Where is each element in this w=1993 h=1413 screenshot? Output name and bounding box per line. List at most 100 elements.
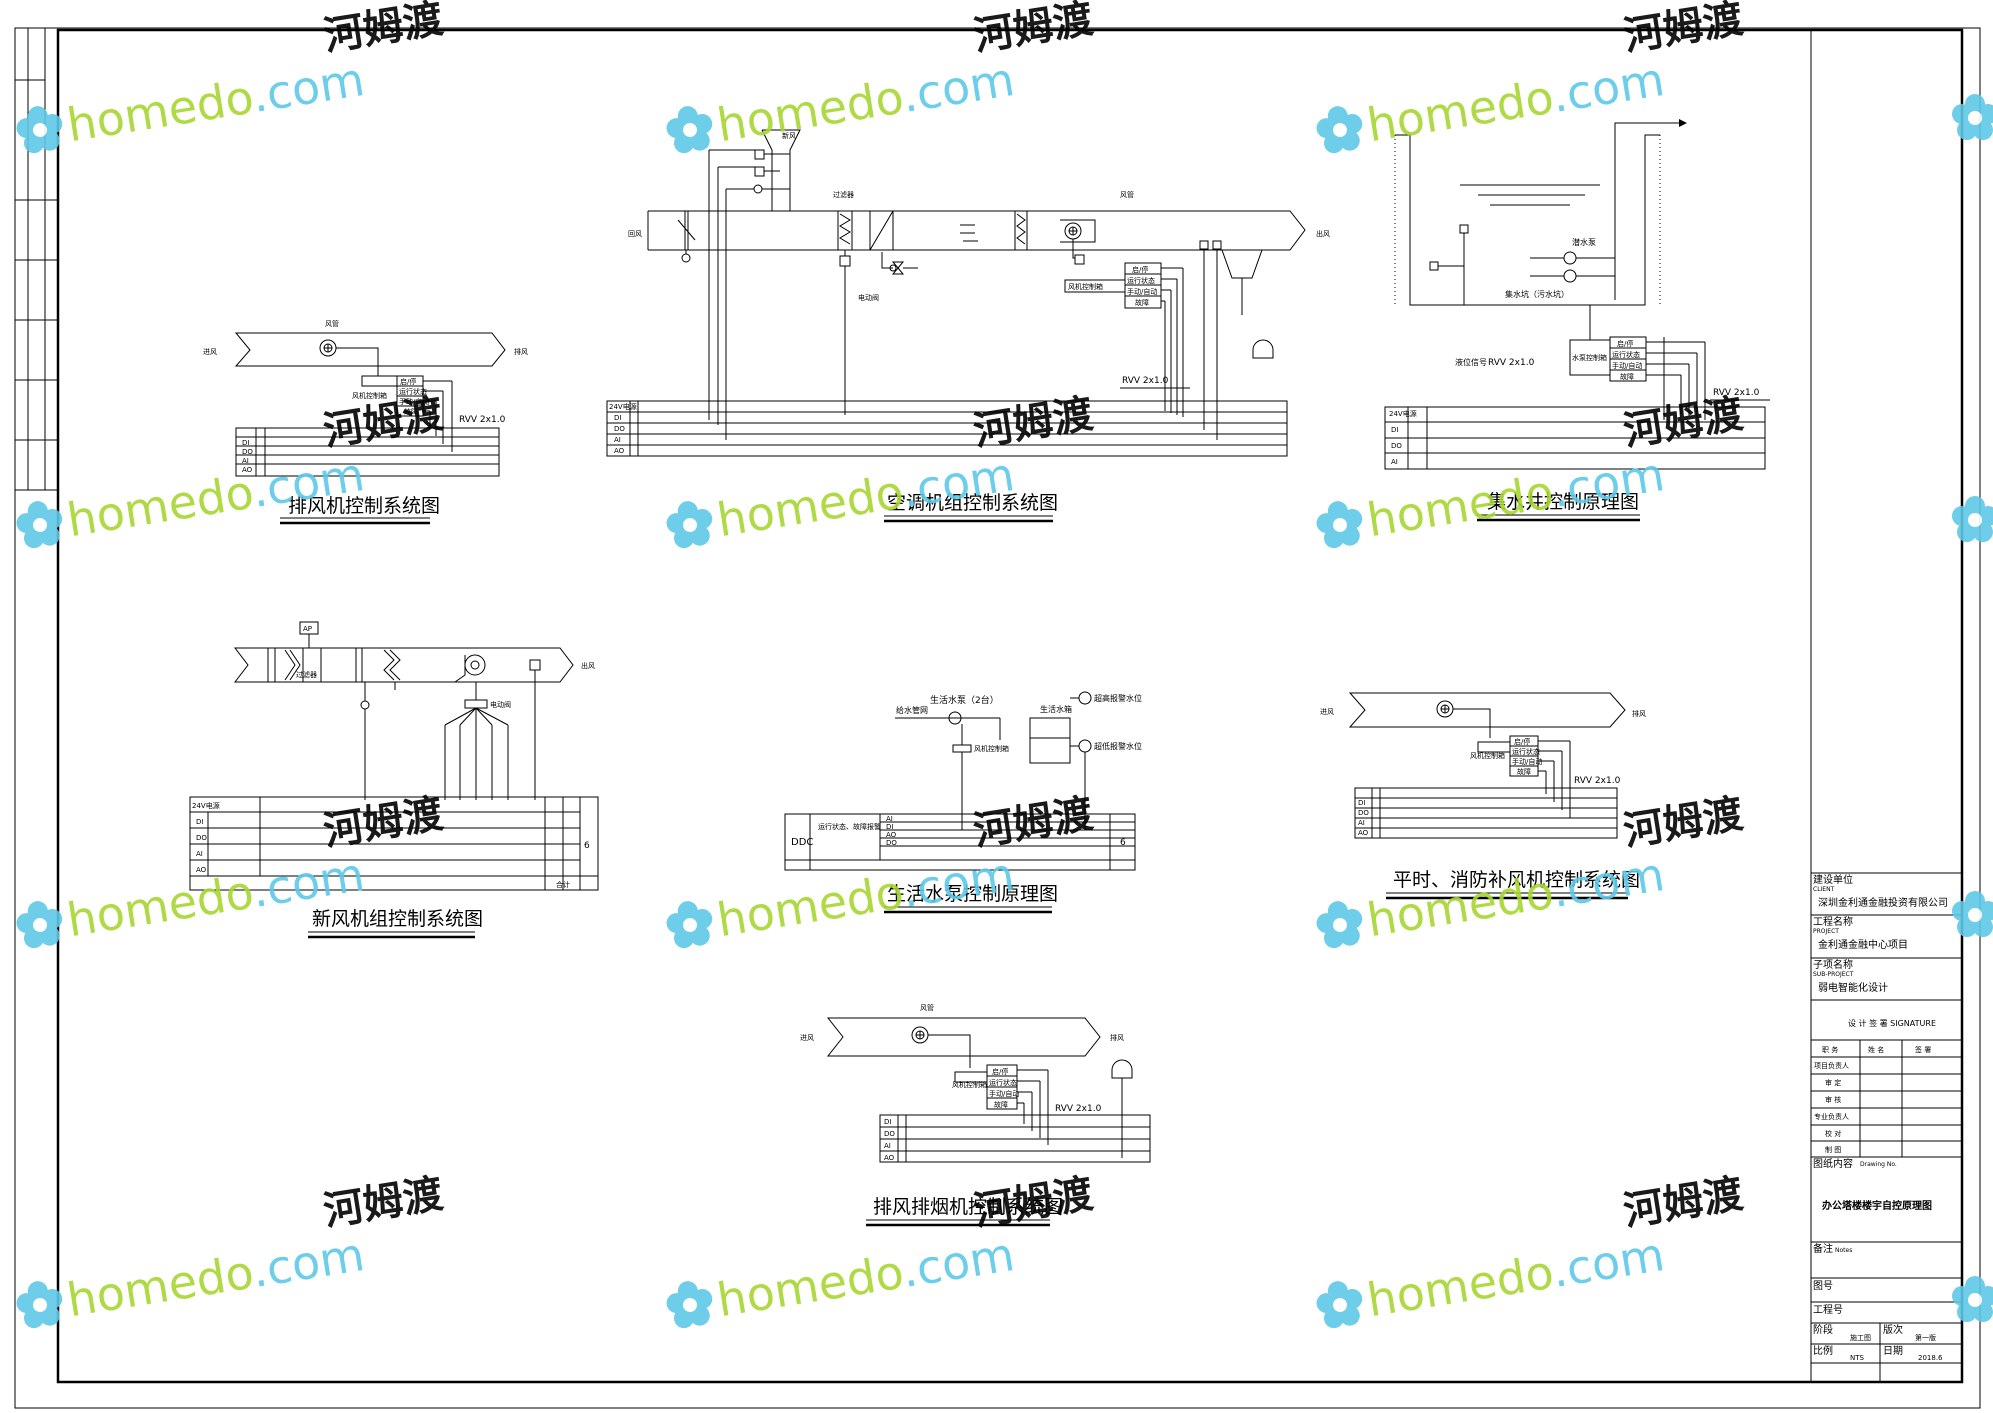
title-block: 建设单位 CLIENT 深圳金利通金融投资有限公司 工程名称 PROJECT 金…: [1810, 872, 1963, 1383]
high-level: 超高报警水位: [1094, 693, 1142, 703]
revision-strip: [15, 28, 58, 491]
cable-label: RVV 2x1.0: [459, 415, 506, 425]
pump-label: 生活水泵（2台）: [930, 694, 999, 706]
ahu-outdoor-label: 新风: [782, 131, 796, 140]
ddc-label: DDC: [791, 837, 813, 848]
sm-io-ao: AO: [884, 1154, 895, 1162]
tank-label: 生活水箱: [1040, 704, 1072, 714]
tb-remark-label: 备注: [1813, 1242, 1833, 1255]
watermark-flower-icon: [663, 1277, 717, 1331]
watermark-text: homedo.com: [63, 52, 368, 152]
fan-panel-label: 风机控制箱: [352, 391, 387, 400]
watermark-text: homedo.com: [1363, 52, 1668, 152]
sm-intake: 进风: [800, 1034, 814, 1042]
pump-io-ao: AO: [886, 831, 897, 839]
smoke-fan-title: 排风排烟机控制系统图: [873, 1196, 1063, 1218]
ahu-io-ao: AO: [614, 447, 625, 455]
sm-start-stop: 启/停: [992, 1067, 1008, 1076]
mk-io-ai: AI: [1358, 819, 1365, 827]
watermark-flower-icon: [663, 497, 717, 551]
low-level: 超低报警水位: [1094, 741, 1142, 751]
ahu-io-di: DI: [614, 414, 621, 422]
ahu-io-do: DO: [614, 425, 625, 433]
fresh-count: 6: [584, 841, 590, 851]
sump-diagram: 潜水泵 集水坑（污水坑） 水泵控制箱 启/停 运行状态 手动/自动 故障 液位信…: [1384, 119, 1770, 522]
sump-io-ai: AI: [1391, 458, 1398, 466]
watermark-cn: 河姆渡: [1620, 0, 1746, 60]
pump-panel: 风机控制箱: [974, 744, 1009, 753]
fresh-outlet: 出风: [581, 661, 595, 670]
fresh-24v: 24V电源: [192, 801, 220, 810]
sm-io-ai: AI: [884, 1142, 891, 1150]
watermark-flower-icon: [663, 102, 717, 156]
pump-io-do: DO: [886, 839, 897, 847]
tb-client-en: CLIENT: [1813, 886, 1835, 893]
sump-io-di: DI: [1391, 426, 1398, 434]
watermark-flower-icon: [1952, 496, 1993, 542]
sump-level-label: 液位信号: [1455, 357, 1487, 367]
mk-fault: 故障: [1517, 767, 1531, 776]
mk-run-status: 运行状态: [1512, 747, 1540, 756]
makeup-fan-title: 平时、消防补风机控制系统图: [1393, 869, 1640, 891]
watermark-layer: homedo.com河姆渡homedo.com河姆渡homedo.com河姆渡h…: [13, 0, 1993, 1331]
sump-title: 集水井控制原理图: [1487, 491, 1639, 513]
intake-label: 进风: [203, 348, 217, 356]
start-stop-label: 启/停: [400, 377, 416, 386]
watermark-text: homedo.com: [713, 447, 1018, 547]
tb-role-2: 审 定: [1825, 1078, 1841, 1087]
tb-head-role: 职 务: [1822, 1045, 1838, 1054]
sump-manual-auto: 手动/自动: [1612, 361, 1642, 370]
run-fault-label: 运行状态、故障报警: [818, 822, 881, 831]
run-status-label: 运行状态: [399, 387, 427, 396]
ahu-duct-label: 风管: [1120, 190, 1134, 199]
ahu-start-stop: 启/停: [1132, 265, 1148, 274]
tb-job-label: 工程号: [1813, 1304, 1843, 1316]
mk-start-stop: 启/停: [1514, 737, 1530, 746]
sm-outlet: 排风: [1110, 1033, 1124, 1042]
ahu-diagram: 回风 新风 过滤器 风管 出风: [606, 129, 1330, 523]
ahu-24v: 24V电源: [609, 402, 637, 411]
watermark-flower-icon: [1313, 497, 1367, 551]
ahu-run-status: 运行状态: [1127, 276, 1155, 285]
mk-intake: 进风: [1320, 708, 1334, 716]
sm-fault: 故障: [994, 1100, 1008, 1109]
fresh-io-di: DI: [196, 818, 203, 826]
ahu-cable: RVV 2x1.0: [1122, 376, 1169, 386]
sump-cable-1: RVV 2x1.0: [1488, 358, 1535, 368]
watermark-text: homedo.com: [63, 1227, 368, 1327]
tb-project: 金利通金融中心项目: [1818, 938, 1908, 951]
ahu-outlet-label: 出风: [1316, 229, 1330, 238]
watermark-flower-icon: [1313, 897, 1367, 951]
ahu-return-label: 回风: [628, 230, 642, 238]
sump-pump-label: 潜水泵: [1572, 237, 1596, 247]
pump-io-di: DI: [886, 823, 893, 831]
tb-sub: 弱电智能化设计: [1818, 981, 1888, 994]
tb-remark-en: Notes: [1835, 1247, 1852, 1254]
duct-label: 风管: [325, 319, 339, 328]
watermark-flower-icon: [1952, 94, 1993, 140]
tb-sub-en: SUB-PROJECT: [1813, 971, 1854, 978]
tb-head-sign: 签 署: [1915, 1045, 1931, 1054]
pump-count: 6: [1120, 838, 1126, 848]
sm-duct: 风管: [920, 1003, 934, 1012]
watermark-flower-icon: [1952, 891, 1993, 937]
tb-project-label: 工程名称: [1813, 915, 1853, 928]
exhaust-duct: [234, 332, 506, 367]
sump-power: 24V电源: [1389, 409, 1417, 418]
manual-auto-label: 手动/自动: [399, 397, 429, 406]
tb-drawing-title: 办公塔楼楼宇自控原理图: [1822, 1199, 1932, 1212]
tb-drawing-en: Drawing No.: [1860, 1161, 1897, 1168]
sm-manual-auto: 手动/自动: [989, 1089, 1019, 1098]
watermark-cn: 河姆渡: [1620, 791, 1746, 855]
sm-io-do: DO: [884, 1130, 895, 1138]
watermark-text: homedo.com: [63, 447, 368, 547]
ahu-title: 空调机组控制系统图: [887, 492, 1058, 514]
io-ai: AI: [242, 457, 249, 465]
sump-pit-label: 集水坑（污水坑）: [1505, 289, 1569, 299]
